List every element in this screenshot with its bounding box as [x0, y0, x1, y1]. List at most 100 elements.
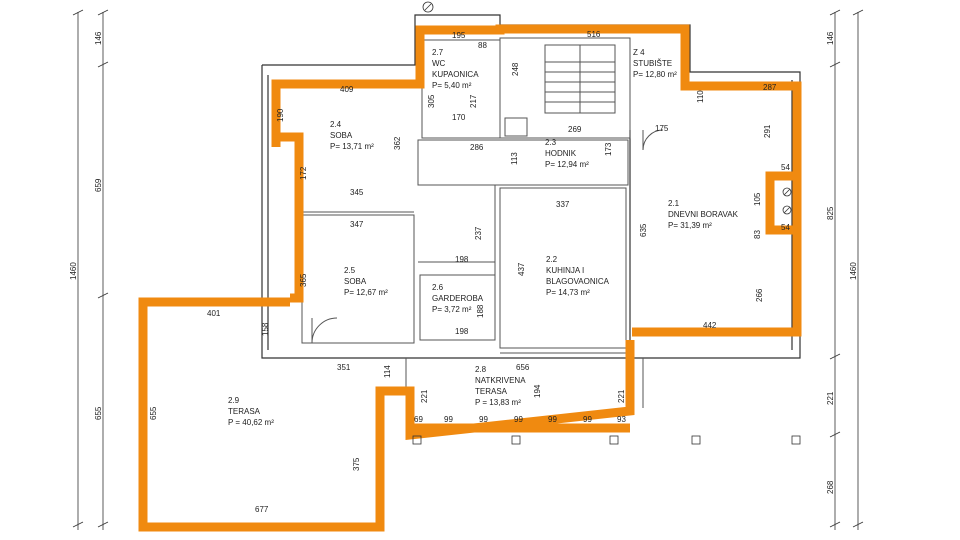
room-2-1-label: 2.1 DNEVNI BORAVAK P= 31,39 m² [668, 199, 739, 230]
dim-99c: 99 [514, 415, 523, 424]
room-name: DNEVNI BORAVAK [668, 210, 739, 219]
dim-114: 114 [383, 365, 392, 378]
dim-172: 172 [299, 166, 308, 180]
room-number: 2.8 [475, 365, 487, 374]
room-2-8-label: 2.8 NATKRIVENA TERASA P = 13,83 m² [475, 365, 526, 407]
room-area: P= 12,80 m² [633, 70, 677, 79]
room-name: TERASA [228, 407, 261, 416]
room-number: 2.7 [432, 48, 444, 57]
dim-right-146: 146 [826, 31, 835, 45]
dim-175: 175 [655, 124, 669, 133]
dim-337: 337 [556, 200, 570, 209]
dim-365: 365 [299, 273, 308, 287]
dim-437: 437 [517, 262, 526, 276]
dim-351: 351 [337, 363, 351, 372]
dim-375: 375 [352, 457, 361, 471]
room-number: 2.5 [344, 266, 356, 275]
dim-409: 409 [340, 85, 354, 94]
orange-wall-highlight [138, 24, 802, 532]
dim-69: 69 [414, 415, 423, 424]
dim-269: 269 [568, 125, 582, 134]
room-number: 2.6 [432, 283, 444, 292]
room-area: P = 13,83 m² [475, 398, 521, 407]
dim-99d: 99 [548, 415, 557, 424]
right-dimension-lines [829, 9, 864, 530]
dim-190: 190 [276, 108, 285, 122]
dim-266: 266 [755, 288, 764, 302]
room-area: P = 40,62 m² [228, 418, 274, 427]
dim-170: 170 [452, 113, 466, 122]
dim-left-659: 659 [94, 178, 103, 192]
room-name-2: TERASA [475, 387, 508, 396]
dim-left-146: 146 [94, 31, 103, 45]
room-z4-label: Z 4 STUBIŠTE P= 12,80 m² [633, 48, 677, 79]
room-2-2-label: 2.2 KUHINJA I BLAGOVAONICA P= 14,73 m² [546, 255, 610, 297]
room-name: GARDEROBA [432, 294, 484, 303]
room-name: SOBA [344, 277, 367, 286]
room-name: NATKRIVENA [475, 376, 526, 385]
dim-158: 158 [261, 322, 270, 336]
room-number: Z 4 [633, 48, 645, 57]
room-area: P= 14,73 m² [546, 288, 590, 297]
dim-110: 110 [696, 90, 705, 103]
dim-237: 237 [474, 226, 483, 240]
dim-345: 345 [350, 188, 364, 197]
dim-655-terrace: 655 [149, 406, 158, 420]
dim-right-221: 221 [826, 391, 835, 405]
dim-362: 362 [393, 136, 402, 150]
dim-677: 677 [255, 505, 269, 514]
dim-248: 248 [511, 62, 520, 76]
interior-walls [301, 37, 664, 408]
dim-635: 635 [639, 223, 648, 237]
room-number: 2.1 [668, 199, 680, 208]
dim-left-655: 655 [94, 406, 103, 420]
room-2-9-label: 2.9 TERASA P = 40,62 m² [228, 396, 274, 427]
dim-287: 287 [763, 83, 777, 92]
room-name: STUBIŠTE [633, 59, 672, 68]
room-area: P= 12,94 m² [545, 160, 589, 169]
dim-right-825: 825 [826, 206, 835, 220]
dim-188: 188 [476, 304, 485, 318]
dim-113: 113 [510, 152, 519, 165]
dim-198b: 198 [455, 327, 469, 336]
dim-105: 105 [753, 192, 762, 206]
room-name: KUHINJA I [546, 266, 584, 275]
room-2-3-label: 2.3 HODNIK P= 12,94 m² [545, 138, 589, 169]
dim-right-268: 268 [826, 480, 835, 494]
dim-99e: 99 [583, 415, 592, 424]
room-2-7-label: 2.7 WC KUPAONICA P= 5,40 m² [432, 48, 479, 90]
dim-286: 286 [470, 143, 484, 152]
dim-99a: 99 [444, 415, 453, 424]
dim-217: 217 [469, 94, 478, 108]
dim-291: 291 [763, 124, 772, 138]
dim-516: 516 [587, 30, 601, 39]
dim-198a: 198 [455, 255, 469, 264]
dim-54b: 54 [781, 223, 790, 232]
dim-401: 401 [207, 309, 221, 318]
room-area: P= 31,39 m² [668, 221, 712, 230]
dim-54a: 54 [781, 163, 790, 172]
room-name: SOBA [330, 131, 353, 140]
room-2-4-label: 2.4 SOBA P= 13,71 m² [330, 120, 374, 151]
dim-347: 347 [350, 220, 364, 229]
dim-221a: 221 [420, 389, 429, 403]
dim-right-total: 1460 [849, 262, 858, 280]
room-number: 2.2 [546, 255, 558, 264]
dim-93: 93 [617, 415, 626, 424]
room-area: P= 12,67 m² [344, 288, 388, 297]
room-2-5-label: 2.5 SOBA P= 12,67 m² [344, 266, 388, 297]
dim-442: 442 [703, 321, 717, 330]
room-2-6-label: 2.6 GARDEROBA P= 3,72 m² [432, 283, 484, 314]
terrace-columns [412, 435, 801, 445]
dim-left-total: 1460 [69, 262, 78, 280]
dim-88: 88 [478, 41, 487, 50]
room-number: 2.3 [545, 138, 557, 147]
room-number: 2.9 [228, 396, 240, 405]
dim-221b: 221 [617, 389, 626, 403]
room-name: WC [432, 59, 446, 68]
dim-83: 83 [753, 230, 762, 239]
dim-656: 656 [516, 363, 530, 372]
room-area: P= 13,71 m² [330, 142, 374, 151]
